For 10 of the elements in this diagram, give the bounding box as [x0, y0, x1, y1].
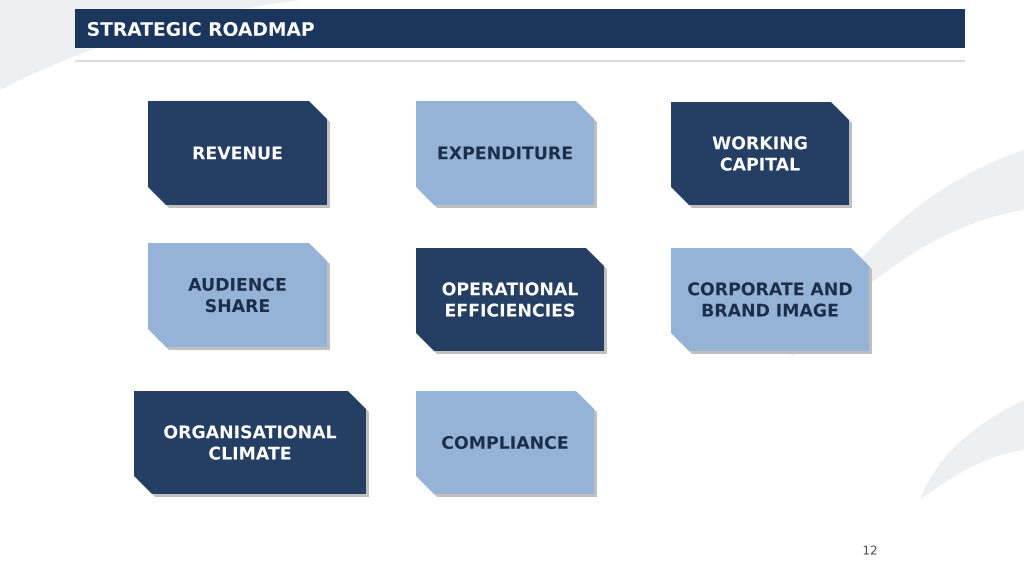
goal-box: COMPLIANCE — [416, 391, 597, 497]
title-bar: STRATEGIC ROADMAP — [75, 9, 965, 48]
goal-box: CORPORATE AND BRAND IMAGE — [671, 248, 872, 354]
goal-box: REVENUE — [148, 101, 330, 208]
page-number: 12 — [863, 545, 877, 555]
goal-box: OPERATIONAL EFFICIENCIES — [416, 248, 607, 354]
goal-box: EXPENDITURE — [416, 101, 597, 208]
goal-box: WORKING CAPITAL — [671, 102, 852, 208]
goal-box: ORGANISATIONAL CLIMATE — [134, 391, 369, 497]
goal-box: AUDIENCE SHARE — [148, 243, 330, 350]
